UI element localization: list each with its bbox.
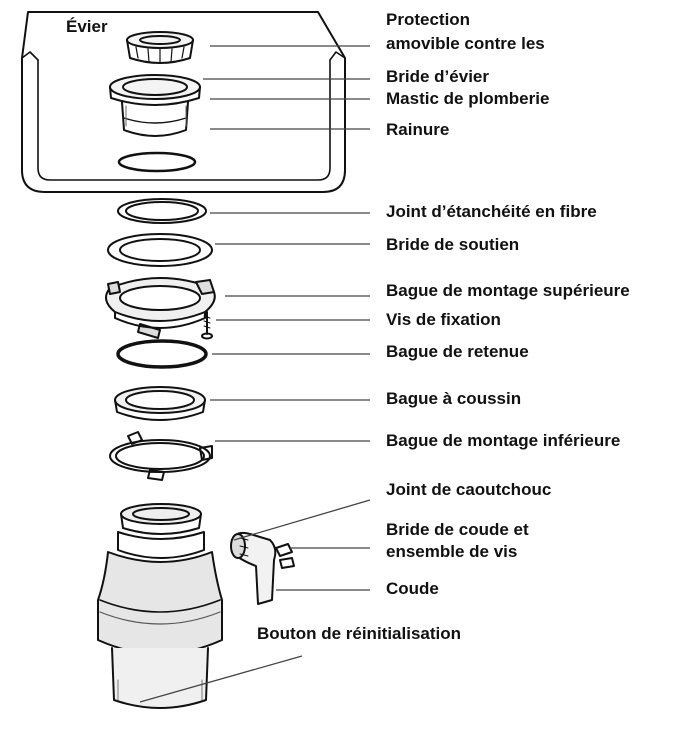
elbow-label: Coude [386, 579, 439, 598]
splash-guard [126, 31, 194, 64]
mounting-screw [201, 311, 213, 340]
reset-button-label: Bouton de réinitialisation [257, 624, 462, 643]
upper-mount-ring-label: Bague de montage supérieure [386, 281, 630, 300]
fiber-gasket-label: Joint d’étanchéité en fibre [386, 202, 597, 221]
disposer-unit [97, 503, 223, 709]
sink-basin [21, 11, 346, 193]
lower-mount-ring-label: Bague de montage inférieure [386, 431, 621, 450]
groove-label: Rainure [386, 120, 450, 139]
fiber-gasket [117, 198, 207, 224]
plumbers-putty-label: Mastic de plomberie [386, 89, 550, 108]
groove-ring [117, 151, 197, 173]
backup-flange-label: Bride de soutien [386, 235, 520, 254]
sink-flange-label: Bride d’évier [386, 67, 489, 86]
backup-flange [107, 233, 213, 267]
splash-guard-label-line2: amovible contre les [386, 34, 545, 53]
mounting-screw-label: Vis de fixation [386, 310, 501, 329]
sink-label: Évier [66, 17, 108, 36]
cushion-ring [114, 386, 206, 421]
snap-ring [116, 339, 208, 369]
elbow-flange-label-line2: ensemble de vis [386, 542, 518, 561]
sink-flange [109, 74, 201, 137]
elbow [230, 531, 295, 605]
snap-ring-label: Bague de retenue [386, 342, 529, 361]
elbow-flange-label-line1: Bride de coude et [386, 520, 529, 539]
rubber-gasket-label: Joint de caoutchouc [386, 480, 552, 499]
lower-mounting-ring [109, 431, 213, 481]
splash-guard-label-line1: Protection [386, 10, 471, 29]
leader-lines [139, 45, 371, 703]
sink-basin-inner [37, 59, 331, 181]
cushion-ring-label: Bague à coussin [386, 389, 522, 408]
upper-mounting-ring [105, 277, 216, 339]
